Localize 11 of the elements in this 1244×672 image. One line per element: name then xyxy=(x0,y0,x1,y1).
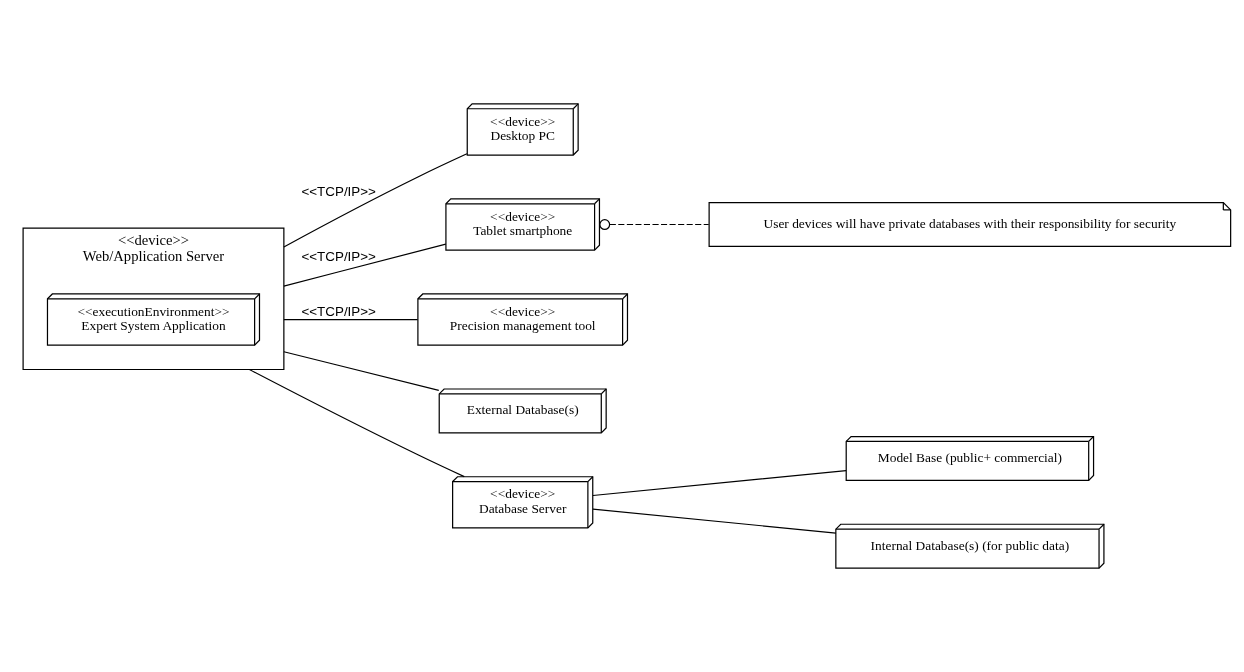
connector xyxy=(283,243,447,287)
connector xyxy=(283,351,440,391)
edge-label: <<TCP/IP>> xyxy=(301,248,376,264)
edge-label: <<TCP/IP>> xyxy=(301,303,376,319)
connector xyxy=(599,219,710,230)
edge-label: <<TCP/IP>> xyxy=(301,184,376,200)
connector xyxy=(592,469,847,497)
connector xyxy=(592,508,837,534)
connector xyxy=(283,153,468,248)
connector xyxy=(283,318,419,321)
connector xyxy=(248,368,465,478)
